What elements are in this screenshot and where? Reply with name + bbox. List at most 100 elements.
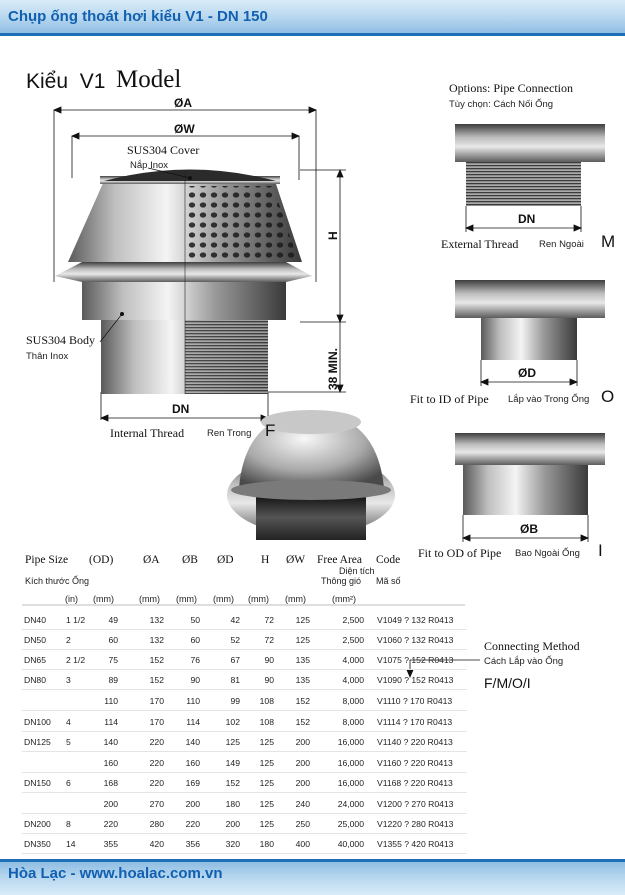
cell-in: 3 [66, 675, 71, 685]
external-thread-vi-label: Ren Ngoài [539, 239, 584, 250]
cell-free-area: 2,500 [342, 615, 364, 625]
cell-a: 220 [149, 778, 164, 788]
unit-in: (in) [65, 594, 78, 604]
th-a: ØA [143, 554, 160, 566]
cell-d: 42 [230, 615, 240, 625]
cell-a: 220 [149, 737, 164, 747]
cell-d: 152 [225, 778, 240, 788]
cell-w: 200 [295, 758, 310, 768]
cell-in: 1 1/2 [66, 615, 86, 625]
cover-label: SUS304 Cover [127, 143, 200, 157]
cell-w: 152 [295, 717, 310, 727]
footer-bar [0, 859, 625, 895]
cell-b: 76 [190, 655, 200, 665]
cell-a: 170 [149, 696, 164, 706]
cell-size: DN50 [24, 635, 46, 645]
cell-b: 114 [186, 717, 200, 727]
unit-b: (mm) [176, 594, 197, 604]
cell-b: 356 [185, 839, 200, 849]
fit-id-dim-label: ØD [518, 366, 536, 380]
cell-h: 180 [259, 839, 274, 849]
dim-w-label: ØW [174, 122, 195, 136]
page-title: Chụp ống thoát hơi kiểu V1 - DN 150 [8, 8, 268, 25]
cell-d: 180 [225, 799, 240, 809]
dim-dn-label: DN [172, 402, 190, 416]
cell-free-area: 16,000 [337, 737, 364, 747]
cell-w: 240 [295, 799, 310, 809]
cell-d: 149 [225, 758, 240, 768]
cell-free-area: 4,000 [342, 675, 364, 685]
cell-b: 50 [190, 615, 200, 625]
cell-od: 49 [108, 615, 118, 625]
cell-size: DN65 [24, 655, 46, 665]
cell-in: 6 [66, 778, 71, 788]
fit-id-vi-label: Lắp vào Trong Ống [508, 394, 590, 405]
cell-size: DN150 [24, 778, 51, 788]
cell-d: 102 [225, 717, 240, 727]
cell-free-area: 4,000 [342, 655, 364, 665]
cell-code: V1090 ? 152 R0413 [377, 675, 454, 685]
cell-od: 220 [103, 819, 118, 829]
cell-w: 400 [295, 839, 310, 849]
cell-h: 72 [264, 635, 274, 645]
fit-id-label: Fit to ID of Pipe [410, 392, 489, 406]
cell-od: 110 [104, 696, 118, 706]
cell-code: V1110 ? 170 R0413 [377, 696, 453, 706]
cell-w: 152 [295, 696, 310, 706]
sub-code: Mã số [376, 576, 401, 586]
dim-a-label: ØA [174, 96, 192, 110]
cell-w: 200 [295, 778, 310, 788]
cell-b: 200 [185, 799, 200, 809]
cell-size: DN125 [24, 737, 51, 747]
cell-w: 135 [295, 655, 310, 665]
unit-a: (mm) [139, 594, 160, 604]
cell-a: 132 [149, 615, 164, 625]
cell-od: 114 [104, 717, 118, 727]
cell-od: 168 [103, 778, 118, 788]
cell-in: 8 [66, 819, 71, 829]
letter-o: O [601, 387, 615, 406]
cell-h: 90 [264, 675, 274, 685]
th-code: Code [376, 554, 401, 566]
cell-a: 152 [149, 655, 164, 665]
cell-free-area: 8,000 [342, 696, 364, 706]
th-b: ØB [182, 554, 198, 566]
cell-d: 99 [230, 696, 240, 706]
cell-in: 5 [66, 737, 71, 747]
fit-od-dim-label: ØB [520, 522, 538, 536]
cell-code: V1060 ? 132 R0413 [377, 635, 454, 645]
cell-code: V1220 ? 280 R0413 [377, 819, 454, 829]
cell-free-area: 16,000 [337, 778, 364, 788]
fit-od-label: Fit to OD of Pipe [418, 546, 502, 560]
cell-od: 160 [103, 758, 118, 768]
cell-free-area: 16,000 [337, 758, 364, 768]
cell-code: V1049 ? 132 R0413 [377, 615, 454, 625]
cell-code: V1200 ? 270 R0413 [377, 799, 454, 809]
cell-in: 4 [66, 717, 71, 727]
cell-free-area: 25,000 [337, 819, 364, 829]
cell-code: V1160 ? 220 R0413 [377, 758, 453, 768]
cell-code: V1355 ? 420 R0413 [377, 839, 454, 849]
dim-h-label: H [326, 231, 340, 240]
letter-i: I [598, 541, 603, 560]
cell-b: 90 [190, 675, 200, 685]
cell-size: DN100 [24, 717, 51, 727]
footer-text: Hòa Lạc - www.hoalac.com.vn [8, 865, 223, 882]
cell-d: 125 [225, 737, 240, 747]
cell-b: 60 [190, 635, 200, 645]
cell-size: DN350 [24, 839, 51, 849]
cell-h: 125 [259, 758, 274, 768]
connecting-method-vi-label: Cách Lắp vào Ống [484, 656, 564, 667]
options-title: Options: Pipe Connection [449, 81, 573, 95]
external-dim-label: DN [518, 212, 536, 226]
cell-d: 200 [225, 819, 240, 829]
